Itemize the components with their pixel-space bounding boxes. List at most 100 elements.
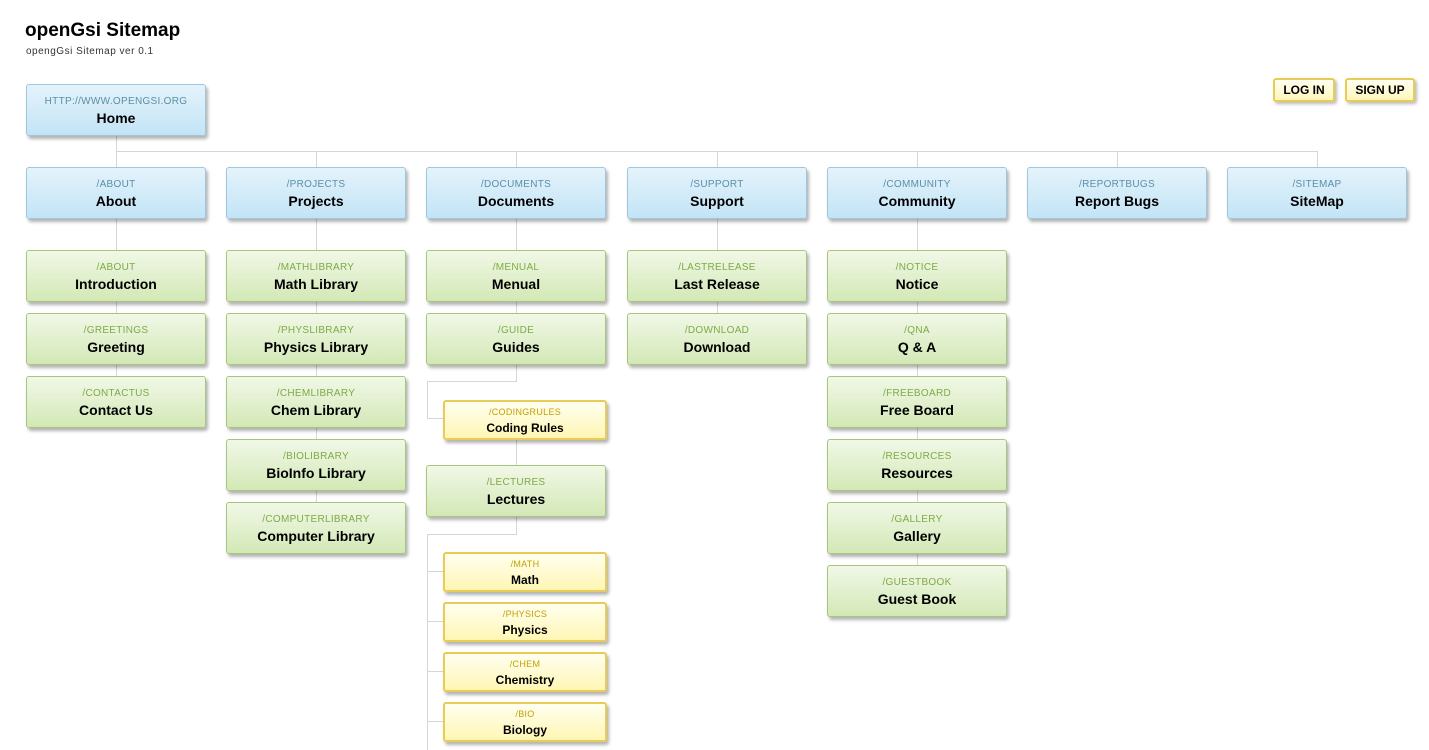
node-label: Download [683,339,751,355]
node-guides[interactable]: /GUIDE Guides [426,313,606,365]
node-label: Free Board [880,402,954,418]
node-math-library[interactable]: /MATHLIBRARY Math Library [226,250,406,302]
node-biology[interactable]: /BIO Biology [443,702,607,742]
node-guest-book[interactable]: /GUESTBOOK Guest Book [827,565,1007,617]
node-path: /CHEMLIBRARY [276,388,356,399]
node-introduction[interactable]: /ABOUT Introduction [26,250,206,302]
node-label: About [95,193,137,209]
node-coding-rules[interactable]: /CODINGRULES Coding Rules [443,400,607,440]
node-label: Menual [491,276,541,292]
node-label: SiteMap [1290,193,1344,209]
node-path: /GALLERY [891,514,943,525]
node-path: /LASTRELEASE [678,262,756,273]
node-path: /LECTURES [486,477,546,488]
node-label: Contact Us [79,402,153,418]
node-label: Math Library [273,276,358,292]
node-path: /CHEM [509,659,541,669]
node-bioinfo-library[interactable]: /BIOLIBRARY BioInfo Library [226,439,406,491]
node-path: /CONTACTUS [82,388,150,399]
node-path: /NOTICE [895,262,939,273]
node-path: /FREEBOARD [882,388,951,399]
node-path: HTTP://WWW.OPENGSI.ORG [44,96,188,107]
node-label: Report Bugs [1075,193,1159,209]
login-button[interactable]: LOG IN [1273,78,1335,102]
page-title: openGsi Sitemap [25,20,181,41]
signup-button[interactable]: SIGN UP [1345,78,1415,102]
node-path: /DOWNLOAD [684,325,750,336]
node-label: Biology [503,723,547,737]
node-sitemap[interactable]: /SITEMAP SiteMap [1227,167,1407,219]
node-home[interactable]: HTTP://WWW.OPENGSI.ORG Home [26,84,206,136]
node-path: /RESOURCES [882,451,952,462]
node-path: /SUPPORT [690,179,744,190]
node-path: /MENUAL [492,262,540,273]
node-label: Guest Book [877,591,957,607]
node-qna[interactable]: /QNA Q & A [827,313,1007,365]
node-label: Notice [895,276,939,292]
node-download[interactable]: /DOWNLOAD Download [627,313,807,365]
node-path: /PHYSLIBRARY [277,325,355,336]
node-path: /CODINGRULES [488,407,562,417]
node-math[interactable]: /MATH Math [443,552,607,592]
node-support[interactable]: /SUPPORT Support [627,167,807,219]
node-label: BioInfo Library [266,465,366,481]
node-label: Introduction [75,276,157,292]
node-menual[interactable]: /MENUAL Menual [426,250,606,302]
node-label: Lectures [486,491,546,507]
node-last-release[interactable]: /LASTRELEASE Last Release [627,250,807,302]
node-label: Guides [492,339,540,355]
node-path: /ABOUT [96,179,136,190]
node-greeting[interactable]: /GREETINGS Greeting [26,313,206,365]
node-label: Chem Library [270,402,362,418]
node-label: Math [511,573,539,587]
node-label: Physics [502,623,548,637]
node-label: Q & A [897,339,937,355]
node-path: /BIO [515,709,535,719]
node-path: /PROJECTS [286,179,346,190]
node-chemistry[interactable]: /CHEM Chemistry [443,652,607,692]
node-projects[interactable]: /PROJECTS Projects [226,167,406,219]
node-report-bugs[interactable]: /REPORTBUGS Report Bugs [1027,167,1207,219]
node-label: Community [878,193,956,209]
node-gallery[interactable]: /GALLERY Gallery [827,502,1007,554]
node-label: Computer Library [257,528,375,544]
node-path: /DOCUMENTS [480,179,552,190]
node-path: /COMMUNITY [883,179,951,190]
node-free-board[interactable]: /FREEBOARD Free Board [827,376,1007,428]
node-community[interactable]: /COMMUNITY Community [827,167,1007,219]
node-path: /GUIDE [497,325,535,336]
node-path: /SITEMAP [1292,179,1342,190]
node-path: /ABOUT [96,262,136,273]
node-path: /GUESTBOOK [882,577,952,588]
node-path: /PHYSICS [502,609,548,619]
node-resources[interactable]: /RESOURCES Resources [827,439,1007,491]
node-path: /BIOLIBRARY [283,451,349,462]
node-physics-library[interactable]: /PHYSLIBRARY Physics Library [226,313,406,365]
node-label: Documents [477,193,555,209]
node-physics[interactable]: /PHYSICS Physics [443,602,607,642]
node-computer-library[interactable]: /COMPUTERLIBRARY Computer Library [226,502,406,554]
node-label: Gallery [893,528,941,544]
node-label: Home [96,110,136,126]
node-label: Last Release [674,276,760,292]
node-notice[interactable]: /NOTICE Notice [827,250,1007,302]
node-lectures[interactable]: /LECTURES Lectures [426,465,606,517]
node-path: /GREETINGS [83,325,149,336]
node-label: Chemistry [495,673,555,687]
node-label: Greeting [87,339,145,355]
node-path: /MATH [510,559,540,569]
node-label: Physics Library [263,339,369,355]
page-subtitle: opengGsi Sitemap ver 0.1 [26,46,154,57]
node-label: Coding Rules [486,421,564,435]
node-path: /COMPUTERLIBRARY [262,514,370,525]
node-contact-us[interactable]: /CONTACTUS Contact Us [26,376,206,428]
node-path: /QNA [904,325,930,336]
node-label: Projects [288,193,344,209]
node-path: /REPORTBUGS [1079,179,1155,190]
node-label: Support [690,193,744,209]
node-path: /MATHLIBRARY [277,262,355,273]
node-about[interactable]: /ABOUT About [26,167,206,219]
node-label: Resources [881,465,953,481]
node-documents[interactable]: /DOCUMENTS Documents [426,167,606,219]
node-chem-library[interactable]: /CHEMLIBRARY Chem Library [226,376,406,428]
